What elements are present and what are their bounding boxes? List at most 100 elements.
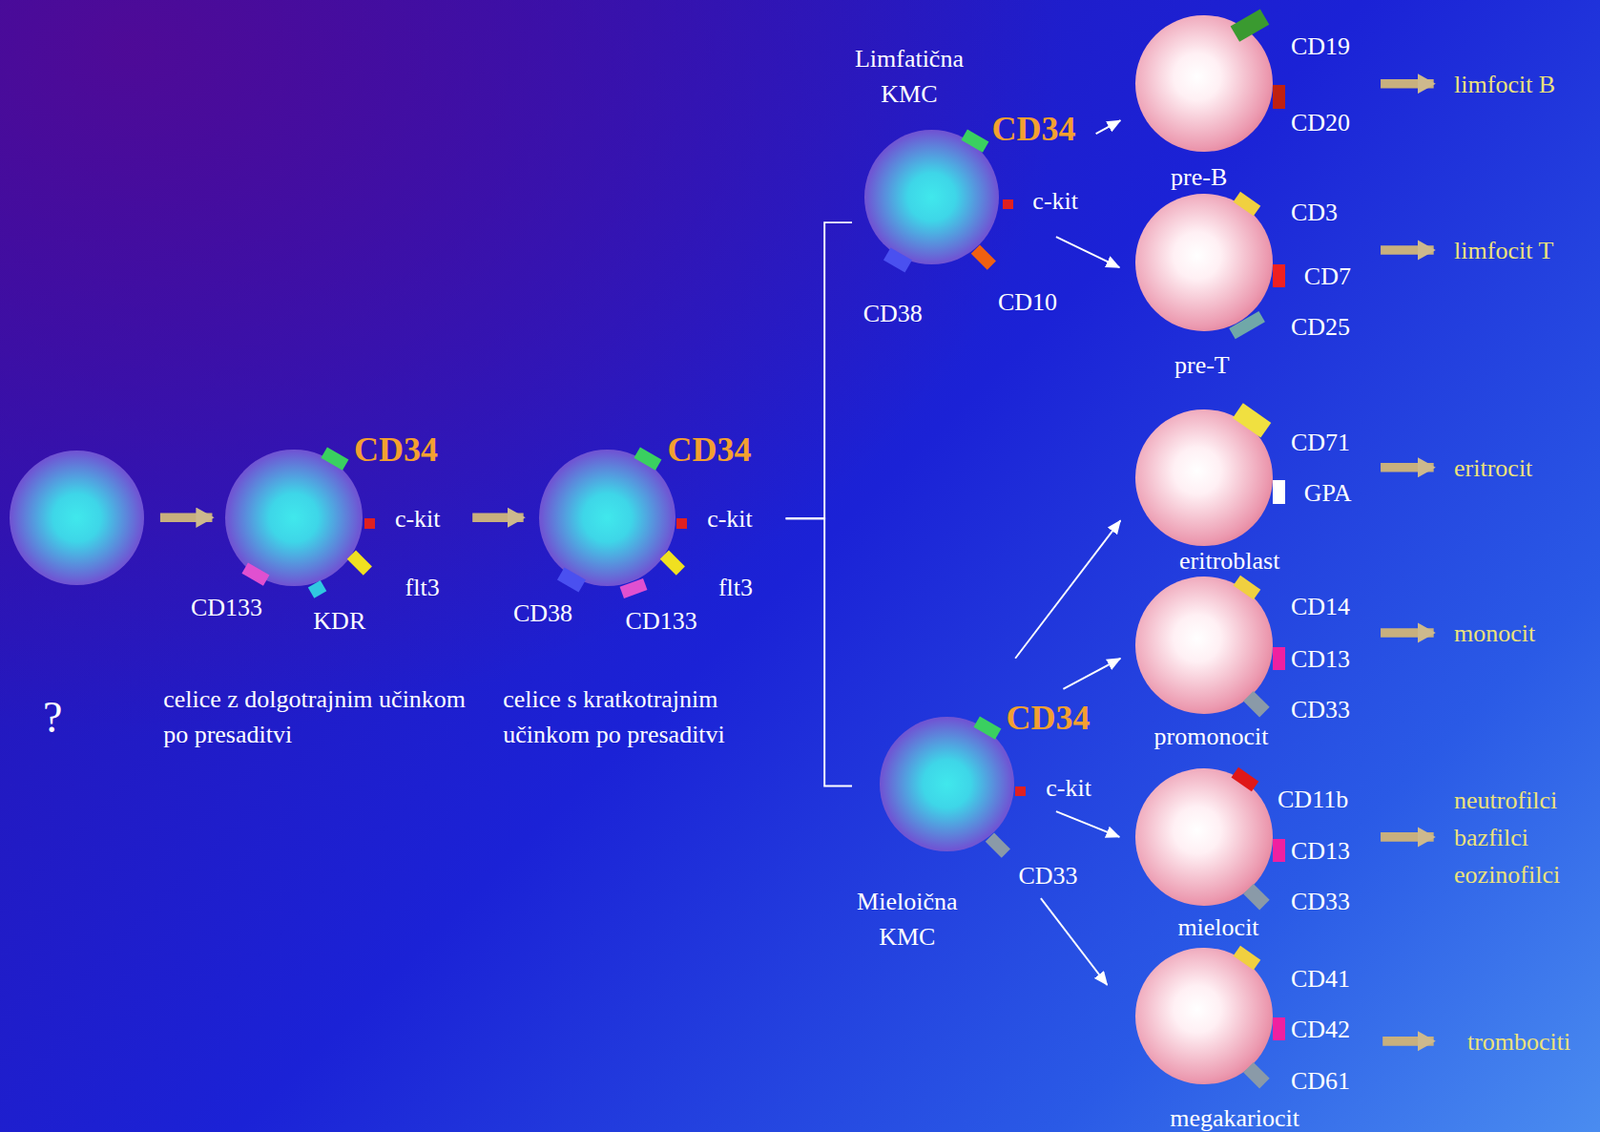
maturation-arrow	[1380, 79, 1434, 89]
differentiation-arrow	[1056, 236, 1120, 268]
marker-label: CD34	[666, 430, 751, 469]
marker-label: c-kit	[1032, 182, 1079, 218]
marker-tag	[985, 832, 1011, 858]
marker-tag	[974, 716, 1002, 740]
marker-label: CD25	[1290, 309, 1351, 345]
marker-label: CD13	[1290, 831, 1351, 868]
marker-label: CD33	[1290, 883, 1351, 919]
mature-cell-label: eritrocit	[1454, 448, 1533, 486]
differentiation-arrow	[1040, 897, 1108, 985]
marker-label: c-kit	[394, 500, 441, 537]
blood-cell: CD14CD13CD33promonocit	[1135, 576, 1272, 713]
maturation-arrow	[1380, 245, 1434, 255]
maturation-arrow	[1380, 831, 1434, 842]
marker-tag	[1233, 191, 1261, 216]
marker-label: pre-B	[1170, 159, 1227, 195]
marker-label: CD42	[1290, 1011, 1351, 1047]
marker-label: flt3	[405, 568, 440, 604]
marker-label: CD71	[1290, 424, 1351, 460]
marker-tag	[1002, 199, 1014, 210]
stem-cell: CD34c-kitflt3CD38CD133celice s kratkotra…	[539, 449, 676, 586]
marker-label: flt3	[718, 568, 753, 604]
differentiation-arrow	[1015, 519, 1121, 658]
marker-label: mielocit	[1177, 909, 1259, 945]
marker-tag	[1243, 1061, 1269, 1088]
blood-cell: CD19CD20pre-B	[1135, 15, 1272, 152]
branch-bracket	[786, 518, 853, 786]
marker-label: CD133	[625, 602, 698, 639]
stem-cell: CD34c-kitCD33Mieloična KMC	[879, 716, 1015, 852]
marker-tag	[347, 549, 373, 575]
progression-arrow	[472, 512, 523, 522]
marker-label: megakariocit	[1169, 1100, 1300, 1132]
marker-tag	[960, 129, 989, 153]
marker-tag	[620, 578, 647, 599]
marker-tag	[1272, 838, 1286, 862]
marker-label: CD10	[997, 283, 1058, 319]
marker-label: c-kit	[1045, 768, 1092, 805]
marker-tag	[308, 580, 327, 599]
differentiation-arrow	[1056, 810, 1120, 837]
marker-tag	[660, 549, 686, 575]
mature-cell-label: limfocit B	[1454, 64, 1556, 103]
marker-label: CD61	[1290, 1061, 1351, 1098]
differentiation-arrow	[1062, 658, 1121, 689]
lineage-name: Limfatična KMC	[854, 41, 964, 112]
marker-label: KDR	[312, 602, 366, 639]
marker-label: CD33	[1018, 856, 1078, 893]
marker-tag	[1015, 786, 1026, 797]
marker-tag	[1232, 402, 1272, 438]
marker-tag	[1272, 84, 1286, 110]
marker-label: CD14	[1290, 588, 1351, 624]
marker-label: CD7	[1304, 257, 1351, 293]
marker-label: c-kit	[706, 500, 753, 537]
marker-tag	[1272, 479, 1286, 505]
marker-label: GPA	[1304, 474, 1352, 510]
marker-label: CD38	[513, 594, 573, 630]
stem-cell: CD34c-kitflt3CD133KDRcelice z dolgotrajn…	[225, 449, 362, 586]
marker-tag	[364, 518, 375, 529]
marker-tag	[241, 561, 270, 585]
marker-label: CD11b	[1277, 781, 1349, 817]
blood-cell: CD3CD7CD25pre-T	[1135, 193, 1272, 331]
marker-tag	[1233, 574, 1261, 599]
marker-tag	[320, 446, 349, 470]
marker-tag	[1272, 646, 1286, 670]
branch-bracket	[786, 222, 853, 519]
mature-cell-label: monocit	[1454, 614, 1536, 652]
blood-cell: CD11bCD13CD33mielocit	[1135, 768, 1272, 905]
unknown-mark: ?	[42, 693, 63, 742]
marker-tag	[634, 446, 663, 470]
marker-tag	[1233, 945, 1261, 970]
marker-tag	[1231, 766, 1259, 790]
progression-arrow	[160, 512, 213, 522]
marker-label: CD13	[1290, 640, 1351, 676]
mature-cell-label: limfocit T	[1454, 231, 1554, 270]
marker-label: CD34	[353, 430, 438, 469]
marker-label: pre-T	[1174, 346, 1230, 382]
marker-tag	[1272, 1017, 1286, 1040]
marker-tag	[1230, 8, 1270, 42]
stem-cell: Limfatična KMCCD34c-kitCD38CD10	[864, 129, 999, 265]
stem-cell: ?	[9, 450, 145, 585]
blood-cell: CD71GPAeritroblast	[1135, 409, 1272, 546]
marker-tag	[1243, 882, 1269, 909]
maturation-arrow	[1380, 462, 1434, 473]
marker-tag	[971, 245, 997, 271]
marker-tag	[557, 567, 586, 593]
marker-label: CD19	[1290, 28, 1351, 64]
lineage-name: Mieloična KMC	[856, 883, 957, 955]
marker-tag	[676, 518, 687, 529]
marker-tag	[1228, 310, 1266, 338]
mature-cell-label: trombociti	[1467, 1021, 1571, 1060]
marker-tag	[883, 248, 913, 273]
marker-label: promonocit	[1154, 718, 1269, 754]
cell-caption: celice s kratkotrajnim učinkom po presad…	[502, 681, 810, 752]
marker-tag	[1243, 690, 1269, 717]
marker-label: CD38	[863, 295, 923, 332]
marker-label: CD20	[1290, 104, 1351, 141]
marker-label: CD3	[1290, 194, 1338, 230]
